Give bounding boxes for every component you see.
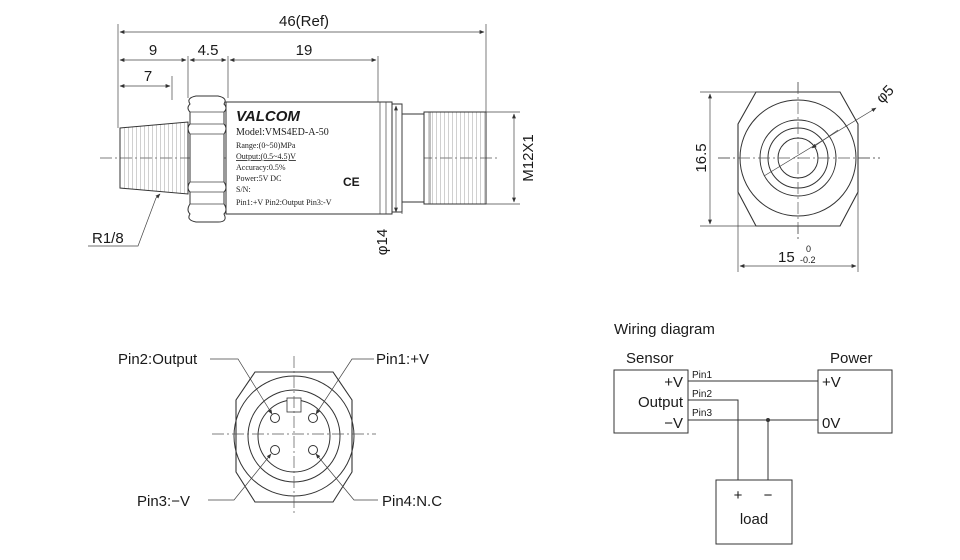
dim-overall: 46(Ref) — [279, 13, 329, 30]
side-view: 46(Ref) 9 4.5 19 7 VALCOM — [88, 13, 537, 255]
end-view: φ5 16.5 15 0 -0.2 — [693, 82, 898, 272]
load-box — [715, 479, 793, 545]
wiring-diagram: Wiring diagram Sensor Power +V Output −V… — [613, 321, 893, 545]
label-line: S/N: — [236, 185, 251, 194]
threaded-tip — [119, 121, 189, 195]
load-plus: + — [734, 487, 743, 504]
power-plus-v: +V — [822, 374, 841, 391]
dim-port-diameter: φ5 — [873, 82, 898, 107]
dim-width-tol-upper: 0 — [806, 244, 811, 254]
dim-thread-length: 9 — [149, 42, 157, 59]
brand-logo: VALCOM — [236, 108, 300, 125]
power-zero-v: 0V — [822, 415, 840, 432]
sensor-minus-v: −V — [664, 415, 683, 432]
label-line: Output:(0.5~4.5)V — [236, 152, 296, 161]
dim-width: 15 — [778, 249, 795, 266]
pin1-label: Pin1:+V — [376, 351, 429, 368]
dim-thread-engage: 7 — [144, 68, 152, 85]
power-box — [817, 369, 893, 434]
wiring-title: Wiring diagram — [614, 321, 715, 338]
load-minus: − — [764, 487, 773, 504]
pin4-label: Pin4:N.C — [382, 493, 442, 510]
pin-1 — [308, 413, 318, 423]
label-line: Range:(0~50)MPa — [236, 141, 296, 150]
label-line: Accuracy:0.5% — [236, 163, 286, 172]
dim-width-tol-lower: -0.2 — [800, 255, 816, 265]
sensor-title: Sensor — [626, 350, 674, 367]
wire-pin3-label: Pin3 — [692, 408, 712, 419]
connector-face-view: Pin2:Output Pin1:+V Pin3:−V Pin4:N.C — [118, 351, 442, 516]
dim-body-length: 19 — [296, 42, 313, 59]
sensor-body — [225, 101, 393, 215]
sensor-plus-v: +V — [664, 374, 683, 391]
sensor-box — [613, 369, 689, 434]
wire-pin1-label: Pin1 — [692, 370, 712, 381]
pin-2 — [270, 413, 280, 423]
ce-mark: CE — [343, 175, 360, 189]
product-label: VALCOM Model:VMS4ED-A-50 Range:(0~50)MPa… — [236, 108, 360, 207]
dim-height: 16.5 — [693, 143, 710, 172]
load-label: load — [740, 511, 768, 528]
label-line: Power:5V DC — [236, 174, 281, 183]
sensor-output: Output — [638, 394, 684, 411]
label-line: Model:VMS4ED-A-50 — [236, 127, 329, 138]
pin-3 — [270, 445, 280, 455]
dim-body-diameter: φ14 — [374, 229, 391, 255]
dim-connector-thread: M12X1 — [520, 134, 537, 182]
thread-callout: R1/8 — [92, 230, 124, 247]
junction-dot — [766, 418, 770, 422]
pin3-label: Pin3:−V — [137, 493, 190, 510]
pin-4 — [308, 445, 318, 455]
hex-nut — [187, 95, 227, 223]
connector — [401, 113, 425, 203]
dim-hex-width: 4.5 — [198, 42, 219, 59]
wire-pin2 — [688, 399, 739, 480]
wire-pin2-label: Pin2 — [692, 389, 712, 400]
label-pins: Pin1:+V Pin2:Output Pin3:-V — [236, 198, 332, 207]
pin2-label: Pin2:Output — [118, 351, 198, 368]
power-title: Power — [830, 350, 873, 367]
